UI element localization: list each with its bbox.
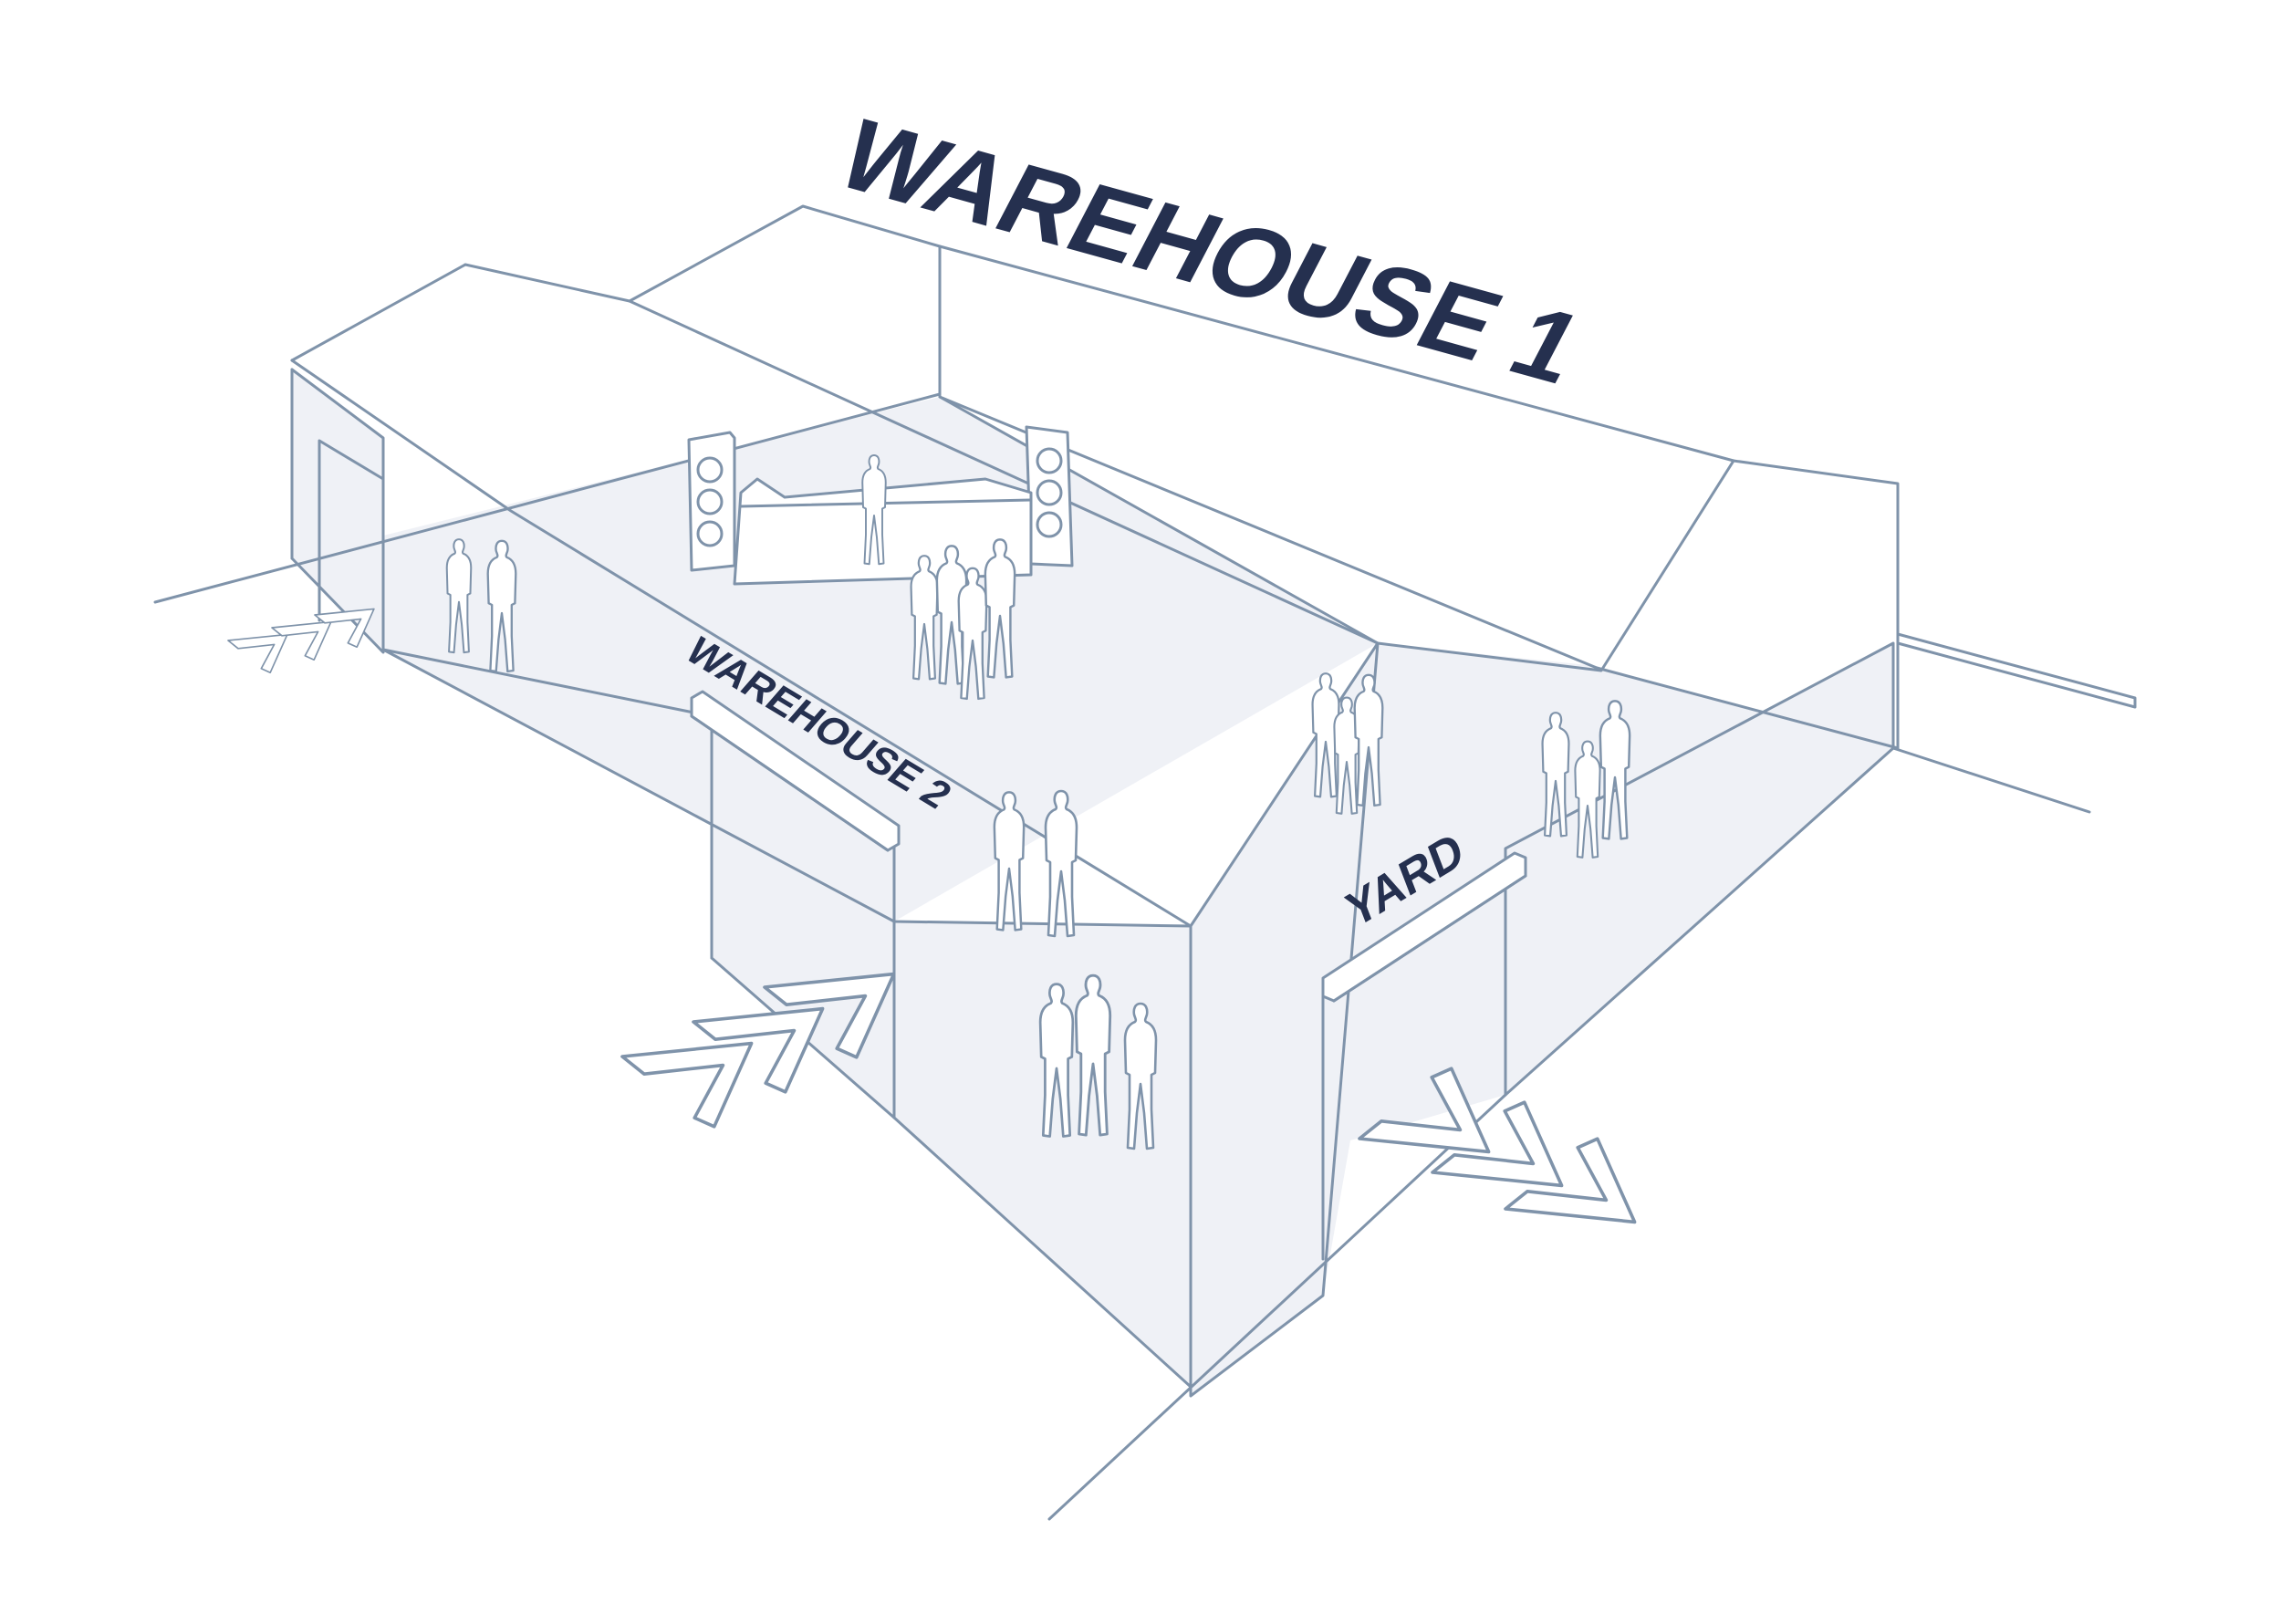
- ground-line-front: [1047, 1093, 1507, 1521]
- warehouse-1-right-step: [1896, 632, 2137, 709]
- warehouse-1-back-slope: [1376, 459, 1735, 672]
- left-speaker-icon: [687, 431, 736, 572]
- warehouse-1-right: [1732, 459, 1900, 750]
- warehouse-1-top-edge: [938, 245, 1735, 463]
- yard-beam-edge: [1332, 874, 1527, 1003]
- person-icon: [993, 791, 1026, 932]
- arrow-chevron-icon: [227, 633, 288, 674]
- arrow-chevron-icon: [620, 1041, 754, 1129]
- warehouse-2-roof: [290, 263, 1380, 645]
- left-entrance-arrows: [227, 608, 375, 674]
- beam-edge: [690, 714, 890, 852]
- warehouse-2-left-door: [318, 439, 385, 651]
- right-speaker-icon: [1025, 425, 1074, 567]
- yard-back-line: [1595, 666, 1900, 750]
- person-icon: [1044, 789, 1078, 938]
- ground-line-right: [1891, 746, 2091, 814]
- warehouse-2-roof-edge: [290, 359, 1193, 928]
- warehouse-1-label: WAREHOUSE 1: [820, 99, 1602, 404]
- warehouse-1-floor: [292, 397, 1378, 921]
- ground-line-left: [153, 392, 942, 604]
- corner-wall: [1189, 641, 1380, 1398]
